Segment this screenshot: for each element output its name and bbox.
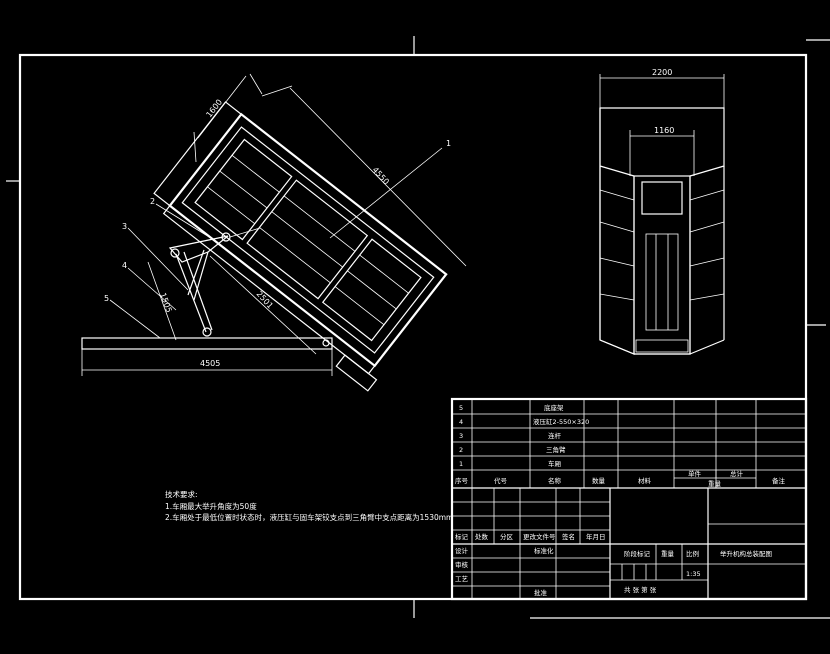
part-row-name: 三角臂 xyxy=(546,445,566,454)
part-row-name: 连杆 xyxy=(548,431,562,440)
hdr-qty: 数量 xyxy=(592,476,606,485)
parts-list xyxy=(450,397,808,601)
tb-count: 处数 xyxy=(475,532,489,541)
part-callouts: 1 2 3 4 5 xyxy=(104,139,451,339)
callout-4: 4 xyxy=(122,261,127,270)
part-row-name: 车厢 xyxy=(548,459,562,468)
callout-2: 2 xyxy=(150,197,155,206)
part-row-no: 4 xyxy=(459,418,463,426)
callout-5: 5 xyxy=(104,294,109,303)
dim-4550: 4550 xyxy=(371,165,391,186)
title-block xyxy=(452,488,806,599)
dim-1505: 1505 xyxy=(158,292,173,314)
hdr-name: 名称 xyxy=(548,476,562,485)
part-row-name: 底座架 xyxy=(544,403,564,412)
tb-drawing-title: 举升机构总装配图 xyxy=(720,549,772,558)
dim-1160: 1160 xyxy=(654,126,674,135)
base-frame xyxy=(81,337,333,350)
tb-date: 年月日 xyxy=(586,532,606,541)
part-row-no: 1 xyxy=(459,460,463,468)
tb-weight: 重量 xyxy=(661,550,675,558)
tb-scale-value: 1:35 xyxy=(686,570,701,578)
part-row-no: 5 xyxy=(459,404,463,412)
tb-mark: 标记 xyxy=(455,532,469,541)
lift-linkage xyxy=(168,227,261,337)
tech-req-line2: 2.车厢处于最低位置时状态时，液压缸与固车架铰支点到三角臂中支点距离为1530m… xyxy=(165,512,453,522)
part-row-name: 液压缸2-550×320 xyxy=(533,417,589,426)
hdr-total: 总计 xyxy=(730,469,744,478)
rear-view: 2200 1160 xyxy=(599,68,725,355)
hdr-weight: 重量 xyxy=(708,480,722,488)
tb-design: 设计 xyxy=(455,546,469,555)
hdr-single: 单件 xyxy=(688,469,702,478)
callout-1: 1 xyxy=(446,139,451,148)
side-dimensions: 1600 4550 2501 1505 4505 xyxy=(81,73,467,376)
technical-requirements: 技术要求: 1.车厢最大举升角度为50度 2.车厢处于最低位置时状态时，液压缸与… xyxy=(165,489,453,522)
dump-body xyxy=(153,101,448,392)
hdr-seq: 序号 xyxy=(455,476,469,485)
tb-approve: 批准 xyxy=(534,588,548,597)
drawing-frame xyxy=(6,36,830,619)
tb-stage-mark: 阶段标记 xyxy=(624,549,651,558)
tb-process: 工艺 xyxy=(455,575,469,583)
dim-4505: 4505 xyxy=(200,359,220,368)
tech-req-line1: 1.车厢最大举升角度为50度 xyxy=(165,501,257,511)
parts-header: 序号 代号 名称 数量 材料 单件 总计 重量 备注 xyxy=(455,469,786,488)
tb-change-doc: 更改文件号 xyxy=(523,532,556,541)
hdr-material: 材料 xyxy=(638,476,652,485)
tb-scale: 比例 xyxy=(686,549,699,558)
part-row-no: 2 xyxy=(459,446,463,454)
part-row-no: 3 xyxy=(459,432,463,440)
tb-signature: 签名 xyxy=(562,532,575,541)
title-block-text: 标记 处数 分区 更改文件号 签名 年月日 设计 标准化 审核 工艺 批准 阶段… xyxy=(455,532,772,597)
tb-sheets: 共 张 第 张 xyxy=(624,585,657,594)
tb-zone: 分区 xyxy=(500,532,514,541)
tech-req-title: 技术要求: xyxy=(165,489,198,499)
hdr-remark: 备注 xyxy=(772,476,786,485)
dim-2200: 2200 xyxy=(652,68,672,77)
callout-3: 3 xyxy=(122,222,127,231)
tb-standardize: 标准化 xyxy=(534,546,554,555)
tb-check: 审核 xyxy=(455,560,469,569)
hdr-code: 代号 xyxy=(494,476,508,485)
parts-rows: 5 底座架 4 液压缸2-550×320 3 连杆 2 三角臂 1 车厢 xyxy=(459,403,589,468)
